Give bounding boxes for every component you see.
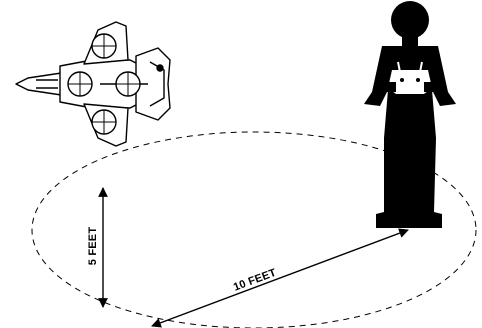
height-label: 5 FEET xyxy=(87,227,99,266)
person-silhouette-icon xyxy=(364,1,456,228)
distance-arrow xyxy=(151,228,409,328)
drone-icon xyxy=(15,21,171,147)
flight-range-ellipse xyxy=(31,131,477,328)
distance-label: 10 FEET xyxy=(232,267,278,294)
